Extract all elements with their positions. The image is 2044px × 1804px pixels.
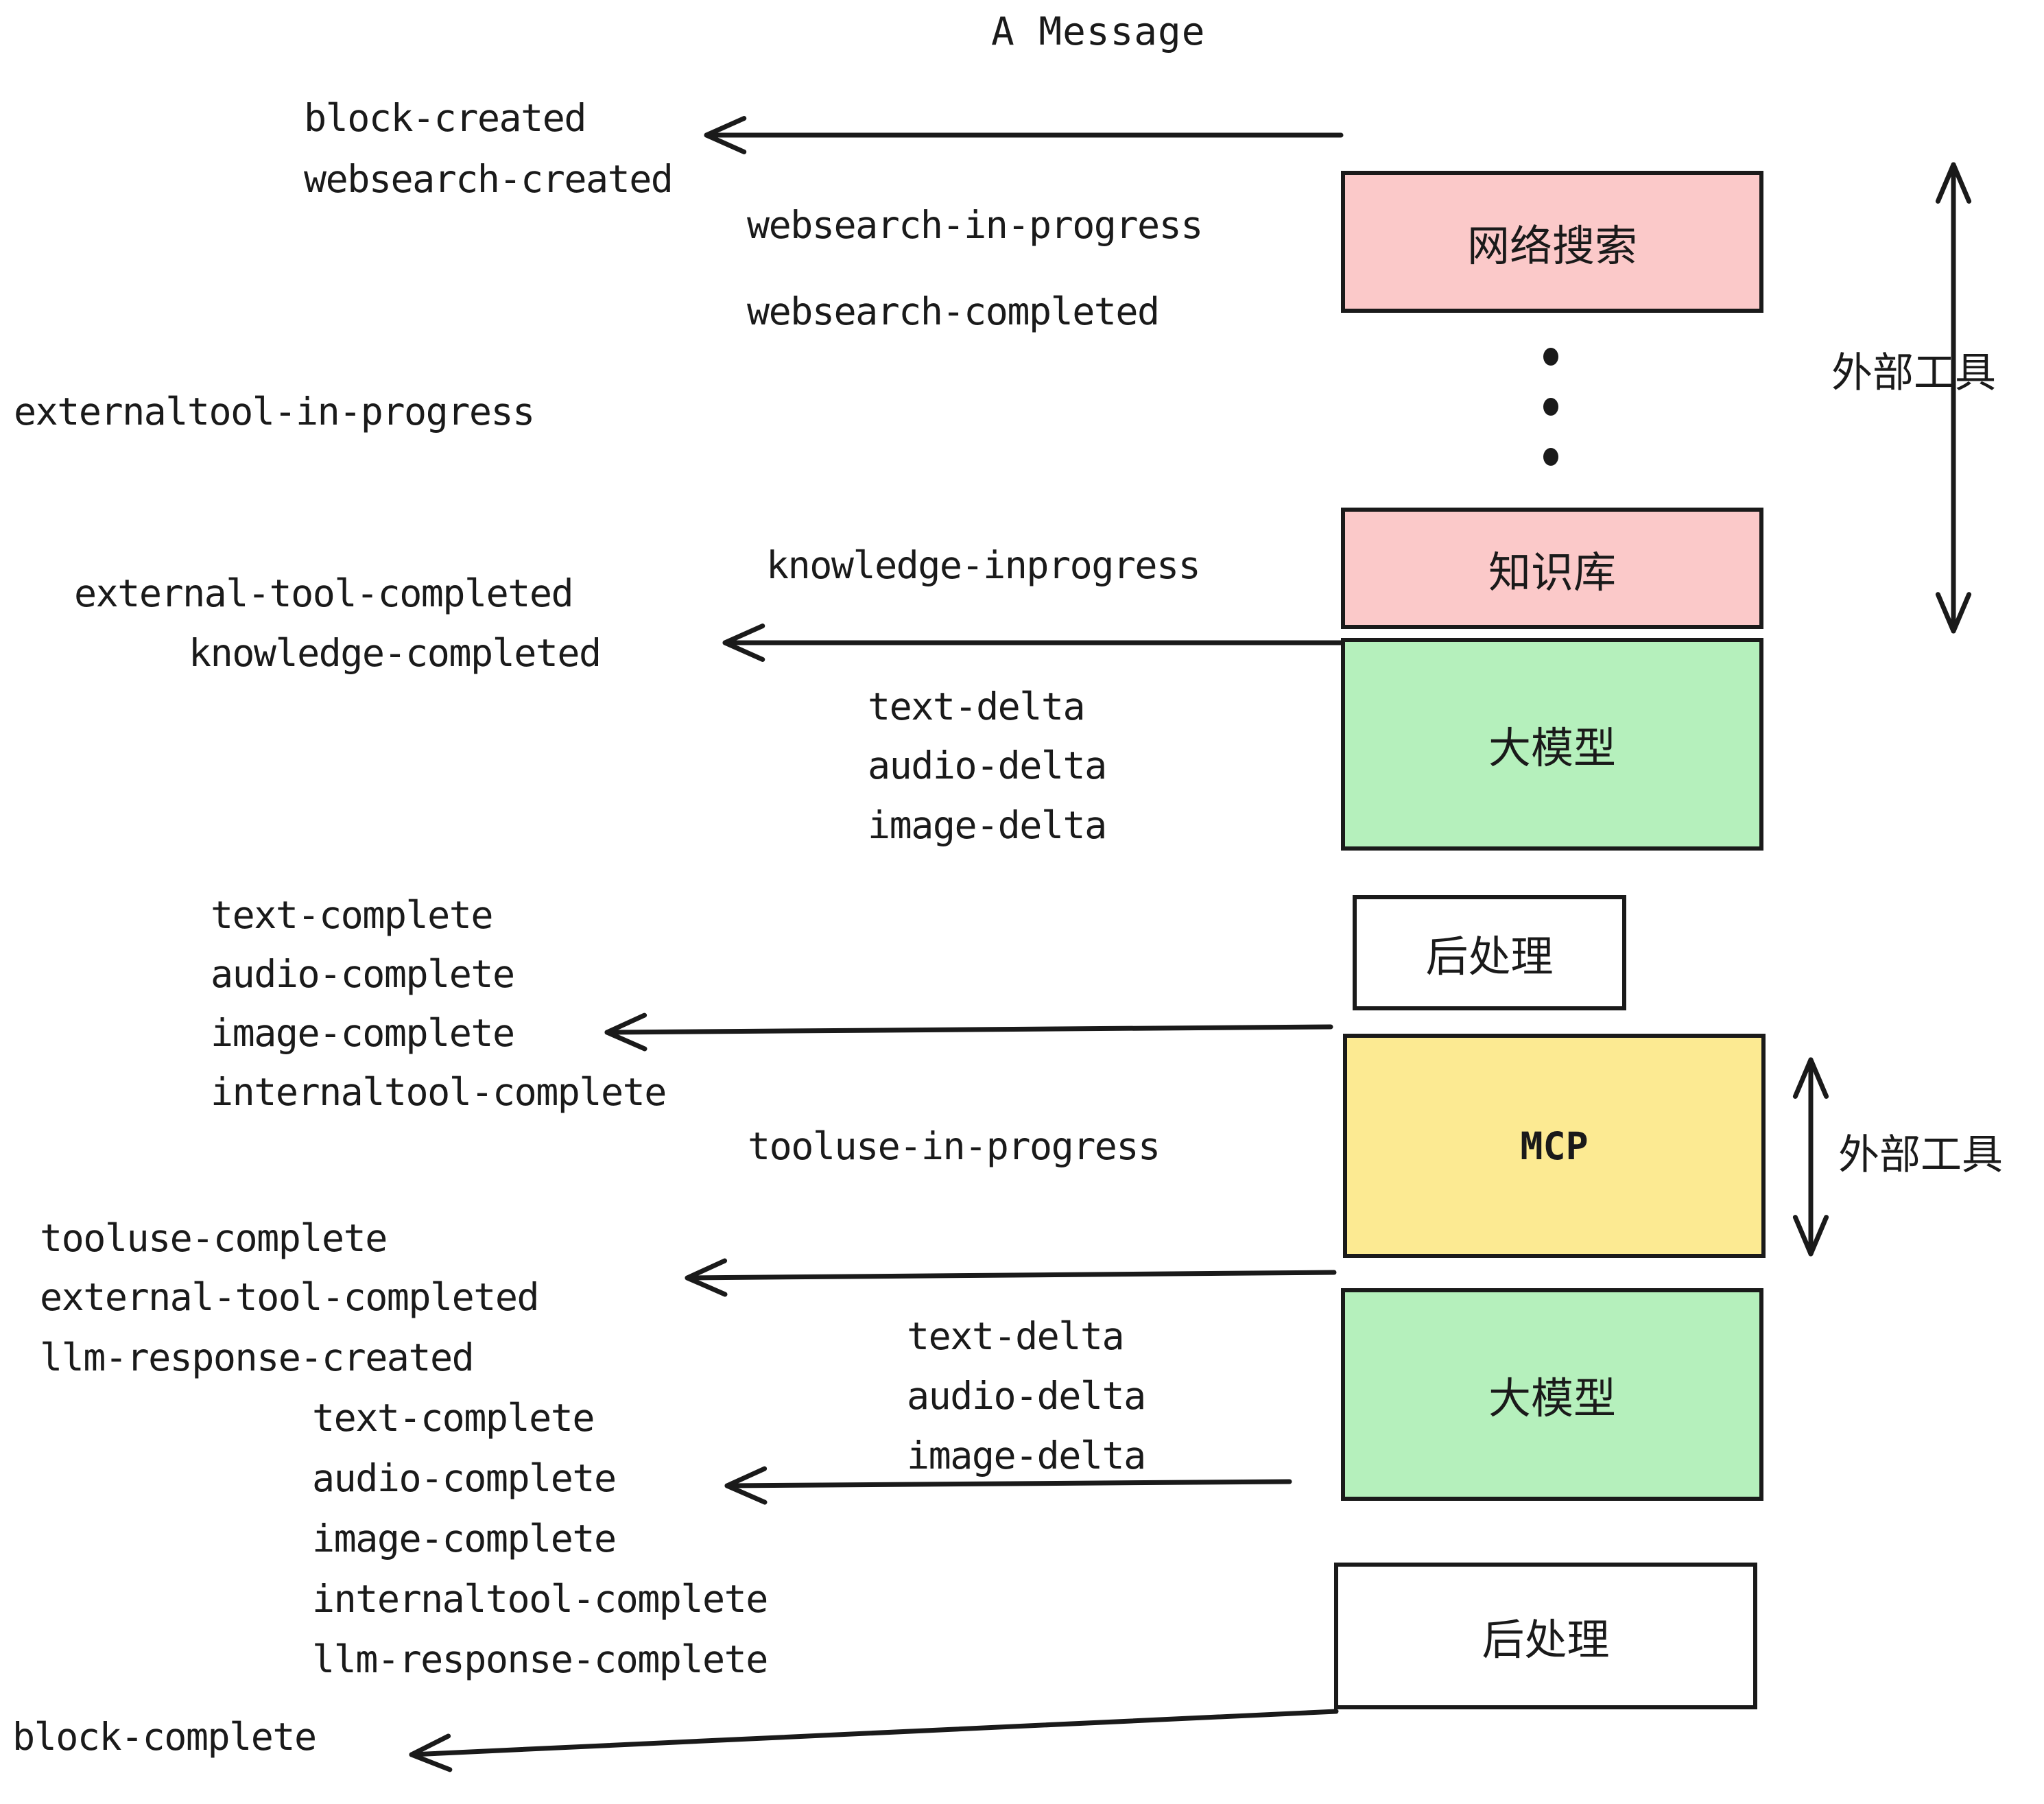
- event-label-text-delta-2: text-delta: [907, 1314, 1125, 1358]
- event-label-audio-delta-1: audio-delta: [868, 744, 1107, 787]
- event-label-block-complete: block-complete: [12, 1715, 317, 1759]
- annotation-external-tool-top: 外部工具: [1831, 349, 1996, 397]
- event-label-audio-complete-1: audio-complete: [211, 952, 515, 996]
- arrow-block-created: [704, 116, 1344, 154]
- event-label-tooluse-in-progress: tooluse-in-progress: [748, 1124, 1161, 1168]
- annotation-external-tool-bottom: 外部工具: [1838, 1131, 2003, 1179]
- event-label-text-delta-1: text-delta: [868, 685, 1086, 728]
- event-label-knowledge-completed: knowledge-completed: [189, 631, 602, 675]
- range-external-tool-bottom: [1792, 1057, 1829, 1257]
- event-label-websearch-completed: websearch-completed: [747, 289, 1160, 333]
- ellipsis-dot: [1543, 448, 1558, 466]
- event-label-internaltool-complete-2: internaltool-complete: [312, 1577, 768, 1621]
- event-label-text-complete-2: text-complete: [312, 1396, 595, 1440]
- event-label-text-complete-1: text-complete: [211, 893, 493, 937]
- node-box-llm-top: 大模型: [1341, 638, 1763, 851]
- event-label-audio-complete-2: audio-complete: [312, 1456, 617, 1500]
- event-label-image-delta-1: image-delta: [868, 803, 1107, 847]
- node-box-postprocess-bottom: 后处理: [1334, 1563, 1757, 1709]
- node-box-knowledge: 知识库: [1341, 508, 1763, 629]
- arrow-knowledge-done: [722, 624, 1344, 662]
- event-label-audio-delta-2: audio-delta: [907, 1374, 1146, 1418]
- ellipsis-dot: [1543, 398, 1558, 416]
- node-box-mcp: MCP: [1343, 1034, 1766, 1258]
- arrow-image-complete: [604, 1012, 1333, 1052]
- page-title: A Message: [991, 10, 1206, 54]
- arrow-audio-complete: [724, 1466, 1292, 1505]
- event-label-external-tool-completed-1: external-tool-completed: [74, 571, 574, 615]
- event-label-tooluse-complete: tooluse-complete: [40, 1216, 388, 1260]
- arrow-block-complete: [409, 1709, 1339, 1772]
- flow-arrows: [409, 116, 1344, 1772]
- arrow-tooluse-complete: [685, 1258, 1337, 1297]
- node-box-postprocess-top: 后处理: [1353, 895, 1626, 1010]
- event-label-llm-response-created: llm-response-created: [40, 1336, 475, 1379]
- event-label-websearch-in-progress: websearch-in-progress: [747, 203, 1203, 247]
- event-label-websearch-created: websearch-created: [304, 157, 674, 201]
- event-label-image-delta-2: image-delta: [907, 1434, 1146, 1477]
- event-label-image-complete-1: image-complete: [211, 1011, 515, 1055]
- node-box-llm-bottom: 大模型: [1341, 1288, 1763, 1501]
- event-label-image-complete-2: image-complete: [312, 1517, 617, 1560]
- event-label-block-created: block-created: [304, 96, 586, 140]
- range-arrows: [1792, 162, 1972, 1257]
- event-label-knowledge-inprogress: knowledge-inprogress: [766, 543, 1201, 587]
- event-label-llm-response-complete: llm-response-complete: [312, 1637, 768, 1681]
- range-external-tool-top: [1935, 162, 1972, 634]
- event-label-external-tool-completed-2: external-tool-completed: [40, 1275, 540, 1319]
- ellipsis-dot: [1543, 348, 1558, 366]
- node-box-websearch: 网络搜索: [1341, 171, 1763, 313]
- event-label-externaltool-in-progress: externaltool-in-progress: [14, 390, 535, 434]
- event-label-internaltool-complete-1: internaltool-complete: [211, 1070, 667, 1114]
